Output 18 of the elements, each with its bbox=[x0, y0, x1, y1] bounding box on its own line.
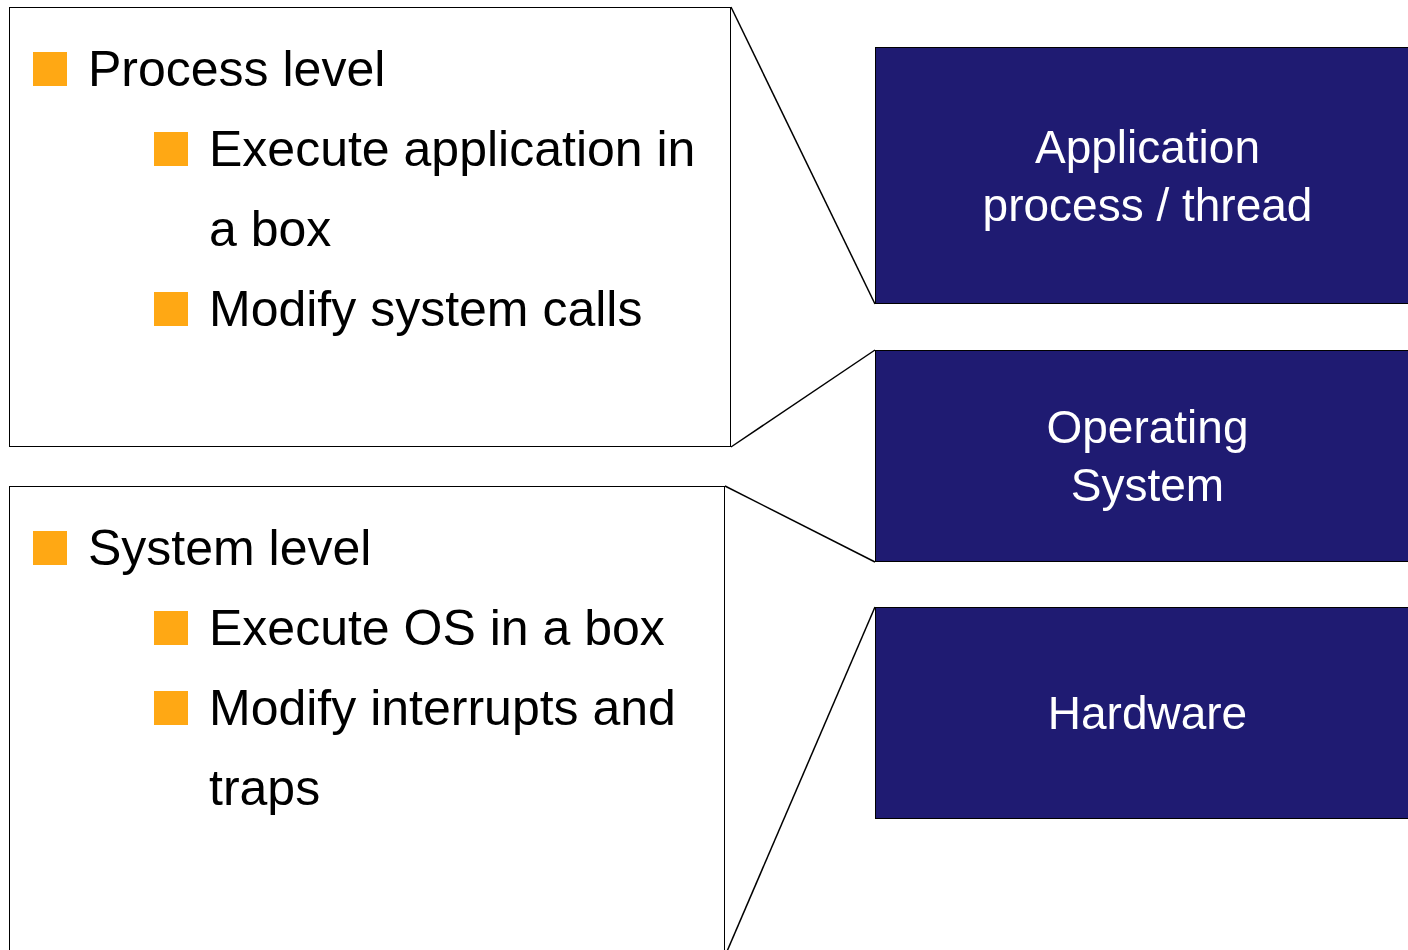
heading-text: System level bbox=[88, 519, 373, 578]
layer-box bbox=[875, 350, 1408, 562]
layer-label: Operating System bbox=[1045, 400, 1250, 513]
text-panel bbox=[9, 486, 725, 950]
layer-box bbox=[875, 47, 1408, 304]
bullet-text: Modify system calls bbox=[209, 280, 644, 339]
bullet-text: Execute OS in a box bbox=[209, 599, 666, 658]
text-panel bbox=[9, 7, 731, 447]
layer-label: Application process / thread bbox=[981, 119, 1314, 233]
callout-line bbox=[730, 6, 876, 305]
layer-box bbox=[875, 607, 1408, 819]
callout-line bbox=[730, 349, 876, 448]
bullet-text: Modify interrupts and traps bbox=[209, 679, 677, 818]
layer-label: Hardware bbox=[1047, 686, 1248, 741]
callout-line bbox=[724, 606, 876, 950]
callout-line bbox=[724, 485, 876, 563]
bullet-text: Execute application in a box bbox=[209, 120, 697, 259]
heading-text: Process level bbox=[88, 40, 387, 99]
